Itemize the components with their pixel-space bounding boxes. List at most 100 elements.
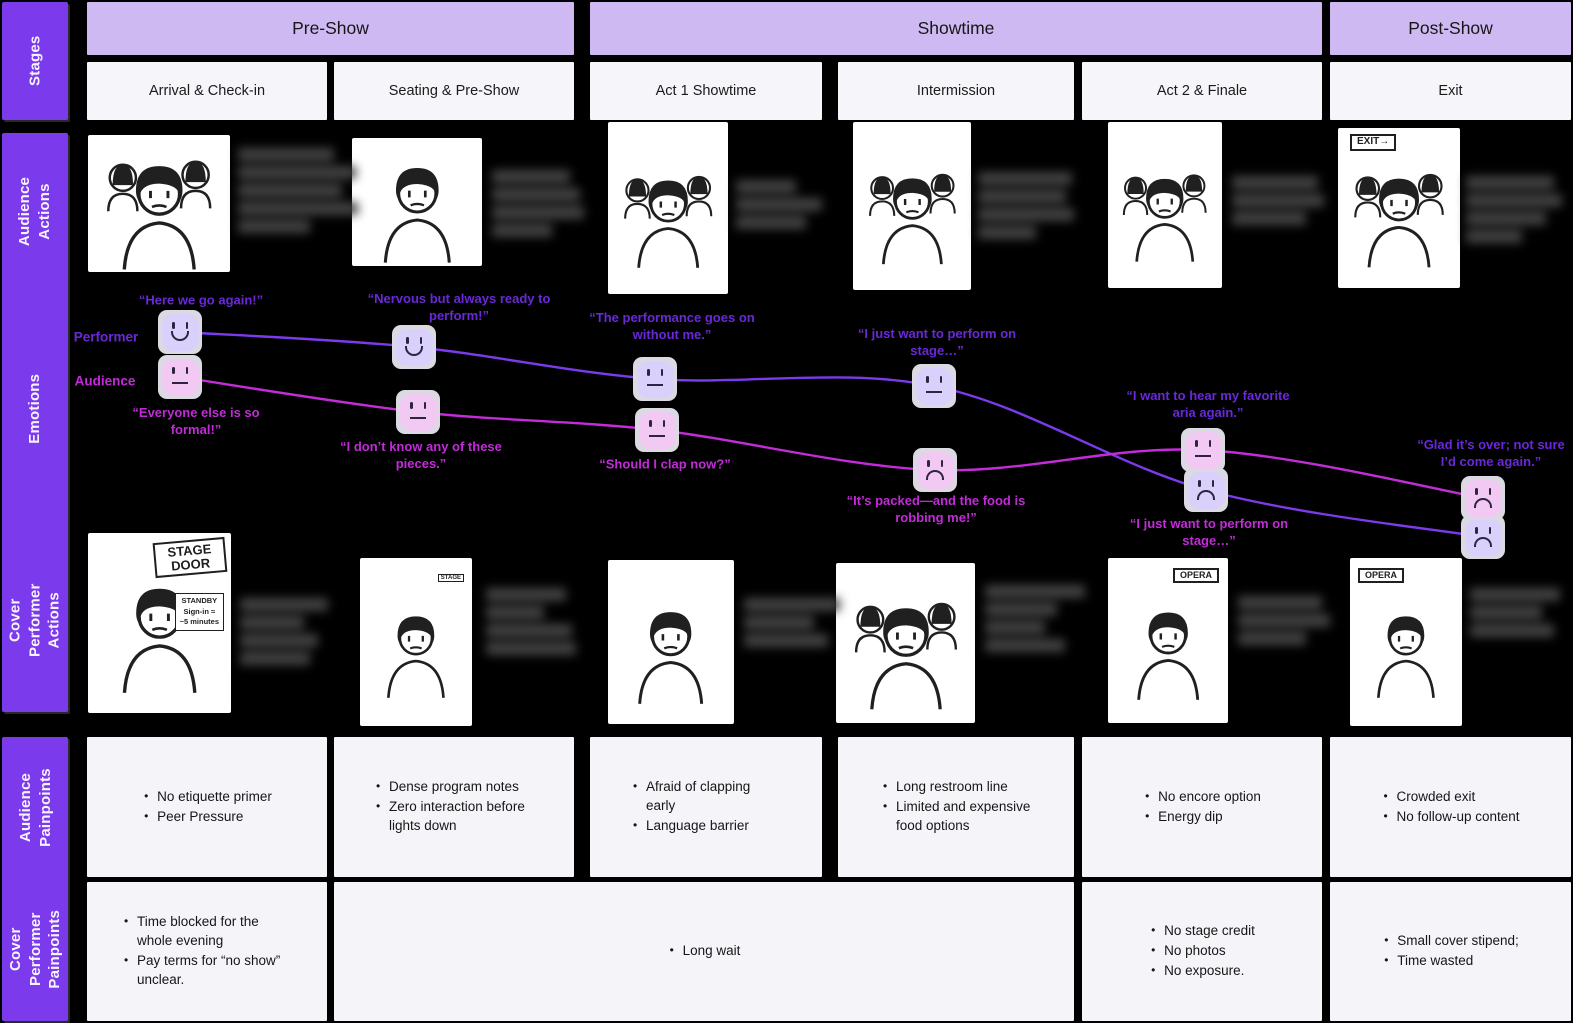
stage-label: Showtime — [917, 18, 995, 38]
person-sketch-icon — [370, 578, 462, 726]
painpoint-item: Energy dip — [1143, 808, 1261, 827]
painpoint-item: Dense program notes — [374, 778, 534, 797]
legend-audience: Audience — [74, 373, 136, 389]
substage-seating: Seating & Pre-Show — [334, 62, 574, 120]
redacted-text — [744, 598, 840, 652]
substage-label: Arrival & Check-in — [148, 83, 266, 99]
illustration-performer-act1 — [608, 560, 734, 724]
painpoint-item: Long wait — [668, 942, 741, 961]
redacted-text — [1232, 176, 1324, 230]
painpoint-list: Small cover stipend;Time wasted — [1382, 931, 1519, 972]
stage-header-showtime: Showtime — [590, 2, 1322, 55]
painpoint-item: Peer Pressure — [142, 808, 272, 827]
emotion-quote: “I don’t know any of these pieces.” — [340, 439, 502, 471]
illustration-audience-act1 — [608, 122, 728, 294]
illustration-audience-act2 — [1108, 122, 1222, 288]
sidebar-bottom: Audience Painpoints Cover Performer Pain… — [2, 737, 68, 1021]
painpoint-list: Time blocked for the whole eveningPay te… — [122, 912, 292, 991]
sidebar-label-emotions: Emotions — [26, 374, 44, 444]
crowd-sketch-icon — [1349, 147, 1449, 288]
opera-sign: OPERA — [1358, 568, 1405, 584]
person-sketch-icon — [101, 555, 218, 713]
painpoint-item: Time blocked for the whole evening — [122, 913, 292, 951]
painpoint-item: Small cover stipend; — [1382, 932, 1519, 951]
painpoint-item: No follow-up content — [1381, 808, 1519, 827]
painpoint-item: Zero interaction before lights down — [374, 798, 534, 836]
emotion-face-audience — [635, 408, 679, 452]
redacted-text — [1466, 176, 1562, 248]
painpoint-item: Limited and expensive food options — [881, 798, 1031, 836]
sidebar-label-audience-painpoints: Audience Painpoints — [16, 768, 54, 847]
painpoint-item: Pay terms for “no show” unclear. — [122, 952, 292, 990]
sidebar-label-performer-painpoints: Cover Performer Painpoints — [6, 910, 63, 989]
emotion-face-performer — [158, 310, 202, 354]
performer-painpoints-act2: No stage creditNo photosNo exposure. — [1082, 882, 1322, 1021]
redacted-text — [978, 172, 1074, 244]
sidebar-label-audience-actions: Audience Actions — [16, 176, 54, 247]
painpoint-item: No exposure. — [1149, 962, 1255, 981]
painpoint-item: No photos — [1149, 942, 1255, 961]
painpoint-item: Afraid of clapping early — [631, 778, 781, 816]
illustration-performer-exit: OPERA — [1350, 558, 1462, 726]
legend-performer: Performer — [73, 329, 139, 345]
emotion-face-audience — [158, 355, 202, 399]
redacted-text — [1238, 596, 1330, 650]
emotion-face-audience — [396, 390, 440, 434]
emotion-face-performer — [1184, 468, 1228, 512]
illustration-audience-intermission — [853, 122, 971, 290]
redacted-text — [238, 148, 358, 238]
painpoint-list: No encore optionEnergy dip — [1143, 787, 1261, 828]
painpoint-item: Time wasted — [1382, 952, 1519, 971]
stage-header-pre-show: Pre-Show — [87, 2, 574, 55]
painpoint-item: Long restroom line — [881, 778, 1031, 797]
substage-label: Exit — [1438, 83, 1463, 99]
opera-sign: OPERA — [1172, 568, 1219, 584]
stage-sign: STAGE — [437, 574, 464, 583]
redacted-text — [736, 180, 822, 234]
painpoint-list: No stage creditNo photosNo exposure. — [1149, 921, 1255, 982]
performer-painpoints-arrival: Time blocked for the whole eveningPay te… — [87, 882, 327, 1021]
emotion-face-audience — [1461, 476, 1505, 520]
stage-label: Pre-Show — [292, 18, 369, 38]
emotion-quote: “I just want to perform on stage…” — [857, 326, 1017, 358]
painpoint-list: Long restroom lineLimited and expensive … — [881, 777, 1031, 837]
redacted-text — [492, 170, 584, 242]
emotion-face-performer — [1461, 515, 1505, 559]
painpoint-item: No stage credit — [1149, 922, 1255, 941]
crowd-sketch-icon — [864, 142, 961, 290]
stage-label: Post-Show — [1408, 18, 1493, 38]
person-sketch-icon — [1119, 578, 1217, 723]
painpoint-item: No encore option — [1143, 788, 1261, 807]
substage-label: Seating & Pre-Show — [388, 83, 520, 99]
audience-painpoints-arrival: No etiquette primerPeer Pressure — [87, 737, 327, 877]
emotion-quote: “I just want to perform on stage…” — [1129, 516, 1289, 548]
emotion-quote: “Glad it’s over; not sure I’d come again… — [1417, 437, 1565, 469]
illustration-performer-intermission — [836, 563, 975, 723]
painpoint-item: Language barrier — [631, 817, 781, 836]
redacted-text — [486, 588, 576, 660]
emotion-quote: “Here we go again!” — [138, 292, 264, 308]
performer-painpoints-waiting: Long wait — [334, 882, 1074, 1021]
redacted-text — [240, 598, 328, 670]
emotion-face-audience — [913, 448, 957, 492]
standby-sign: STANDBY Sign-in ≈ ~5 minutes — [174, 593, 224, 631]
emotion-face-performer — [912, 364, 956, 408]
emotion-quote: “Nervous but always ready to perform!” — [367, 291, 551, 323]
audience-painpoints-intermission: Long restroom lineLimited and expensive … — [838, 737, 1074, 877]
substage-intermission: Intermission — [838, 62, 1074, 120]
sidebar-middle: Audience Actions Emotions Cover Performe… — [2, 133, 68, 712]
emotion-quote: “I want to hear my favorite aria again.” — [1126, 388, 1290, 420]
emotion-face-performer — [392, 325, 436, 369]
illustration-audience-seating — [352, 138, 482, 266]
emotion-quote: “The performance goes on without me.” — [589, 310, 755, 342]
illustration-audience-arrival — [88, 135, 230, 272]
audience-painpoints-seating: Dense program notesZero interaction befo… — [334, 737, 574, 877]
redacted-text — [1470, 588, 1560, 642]
emotion-quote: “Everyone else is so formal!” — [132, 405, 260, 437]
illustration-performer-act2: OPERA — [1108, 558, 1228, 723]
substage-label: Act 2 & Finale — [1156, 83, 1248, 99]
exit-sign: EXIT→ — [1350, 134, 1397, 151]
crowd-sketch-icon — [849, 582, 963, 723]
emotion-face-audience — [1181, 428, 1225, 472]
